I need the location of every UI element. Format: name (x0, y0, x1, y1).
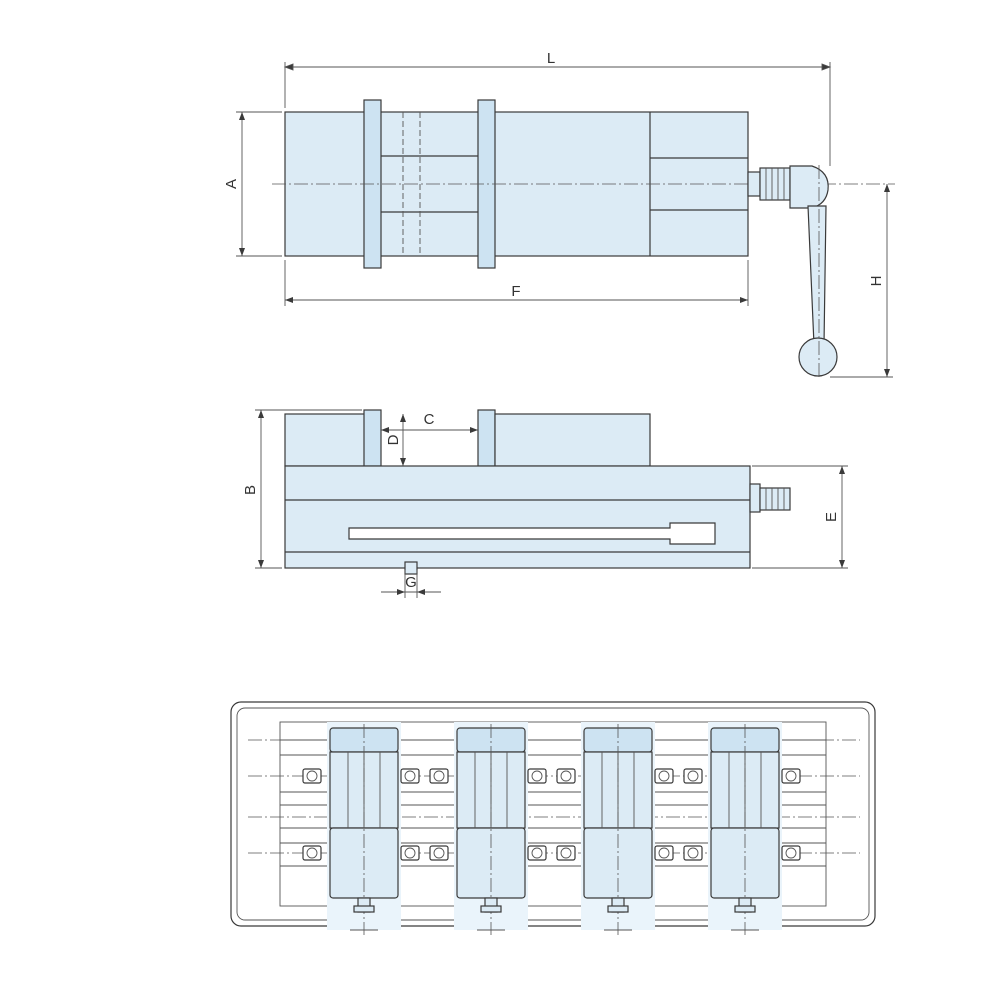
clamp-bolt-hole (658, 847, 670, 859)
clamp-bolt (400, 768, 420, 784)
clamp-bolt (527, 845, 547, 861)
clamp-bolt (527, 768, 547, 784)
clamp-bolt (683, 768, 703, 784)
clamp-bolt-hole (306, 847, 318, 859)
top-handle-arm (807, 205, 827, 346)
side-left-block (284, 413, 366, 467)
vise-screw-nut (353, 905, 375, 913)
vise-screw-nut (480, 905, 502, 913)
dim-C-label: C (424, 411, 435, 428)
base-plate-table (279, 721, 827, 907)
clamp-bolt-hole (531, 770, 543, 782)
top-screw-collar (747, 171, 761, 197)
side-fixed-jaw (363, 409, 382, 467)
clamp-bolt-hole (785, 847, 797, 859)
clamp-bolt-hole (404, 770, 416, 782)
top-screw-knurl (759, 167, 791, 201)
dim-H-label: H (868, 276, 885, 287)
base-plate-view (230, 701, 876, 935)
clamp-bolt-hole (404, 847, 416, 859)
dim-G-label: G (405, 574, 417, 591)
top-handle-knob (798, 337, 838, 377)
dim-A-label: A (223, 179, 240, 189)
top-view: L A F H (223, 50, 895, 380)
clamp-bolt (654, 845, 674, 861)
clamp-bolt-hole (687, 847, 699, 859)
clamp-bolt (556, 845, 576, 861)
dim-B-label: B (242, 485, 259, 495)
dim-E-label: E (823, 512, 840, 522)
clamp-bolt (302, 845, 322, 861)
clamp-bolt (683, 845, 703, 861)
side-screw-knurl (759, 487, 791, 511)
clamp-bolt-hole (433, 770, 445, 782)
side-view: C D B E G (242, 409, 848, 598)
vise-screw-nut (607, 905, 629, 913)
base-plate-outer (230, 701, 876, 927)
side-key (404, 561, 418, 575)
clamp-bolt (781, 768, 801, 784)
clamp-bolt (429, 845, 449, 861)
clamp-bolt (429, 768, 449, 784)
clamp-bolt (654, 768, 674, 784)
side-moving-jaw (477, 409, 496, 467)
clamp-bolt (400, 845, 420, 861)
clamp-bolt-hole (560, 770, 572, 782)
clamp-bolt-hole (433, 847, 445, 859)
vise-screw-nut (734, 905, 756, 913)
vise-group (302, 722, 801, 935)
clamp-bolt-hole (687, 770, 699, 782)
dim-D-label: D (385, 434, 402, 445)
side-right-block (494, 413, 651, 467)
side-slot (348, 522, 716, 545)
dim-L-label: L (547, 50, 555, 67)
clamp-bolt (302, 768, 322, 784)
side-base (284, 465, 751, 569)
clamp-bolt-hole (560, 847, 572, 859)
clamp-bolt-hole (658, 770, 670, 782)
dim-F-label: F (511, 283, 520, 300)
clamp-bolt (556, 768, 576, 784)
clamp-bolt (781, 845, 801, 861)
side-screw-collar (749, 483, 761, 513)
base-plate-inner (236, 707, 870, 921)
top-handle-hub (789, 165, 829, 209)
clamp-bolt-hole (531, 847, 543, 859)
clamp-bolt-hole (306, 770, 318, 782)
clamp-bolt-hole (785, 770, 797, 782)
